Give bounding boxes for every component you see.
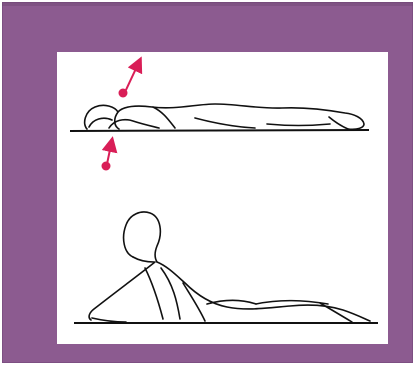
lower-support-marker [102, 140, 113, 171]
cobra-pose-figure [89, 212, 370, 322]
frame-top-shadow [2, 2, 413, 6]
upper-ground-line [70, 130, 369, 131]
illustration-svg [57, 52, 388, 344]
prone-resting-figure [85, 104, 364, 129]
upper-lift-marker [119, 60, 141, 98]
illustration-panel [57, 52, 388, 344]
